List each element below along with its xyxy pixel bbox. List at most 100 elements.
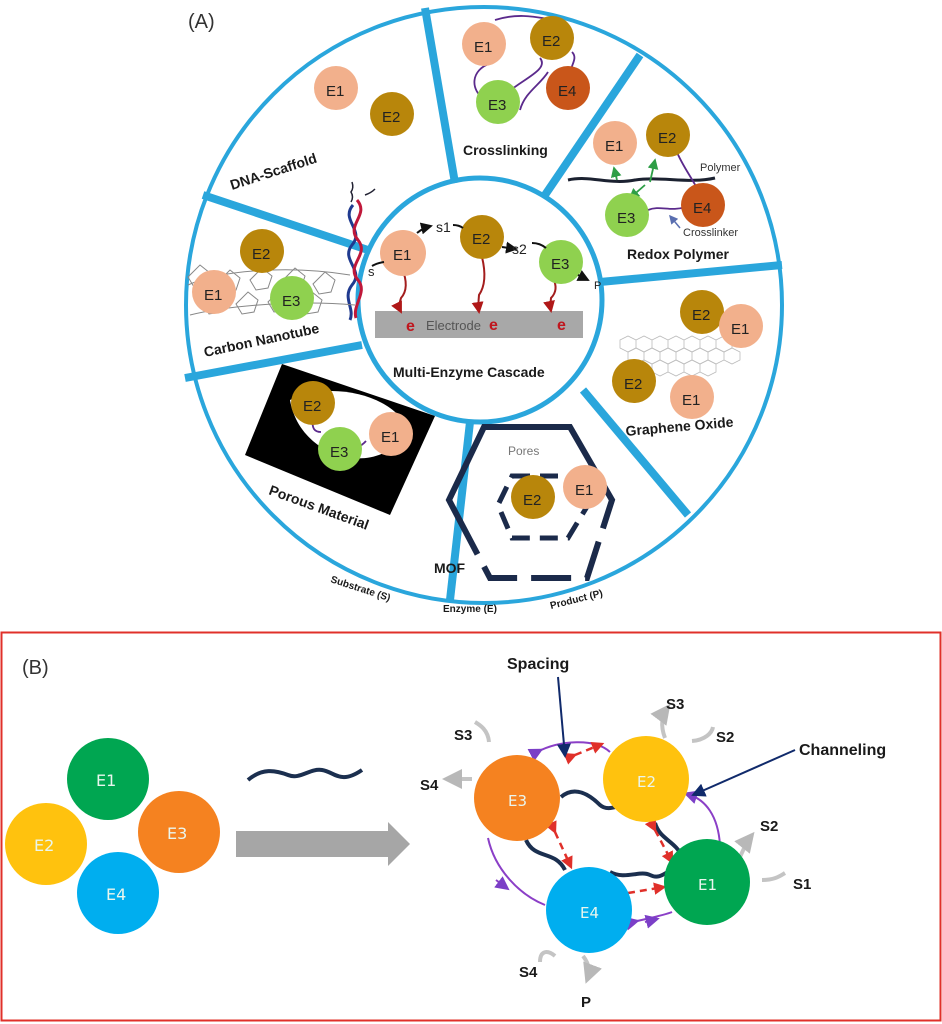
enzyme-e1 — [593, 121, 637, 165]
enzyme-label: E1 — [605, 138, 623, 155]
enzyme-label: E2 — [637, 773, 656, 791]
enzyme-label: E1 — [204, 287, 222, 304]
enzyme-e3 — [605, 193, 649, 237]
enzyme-e3 — [539, 240, 583, 284]
enzyme-e2 — [370, 92, 414, 136]
enzyme-label: E4 — [693, 200, 711, 217]
enzyme-e2 — [646, 113, 690, 157]
enzyme-e4 — [77, 852, 159, 934]
enzyme-e2 — [680, 290, 724, 334]
enzyme-e1 — [369, 412, 413, 456]
legend-product: Product (P) — [549, 588, 604, 612]
species-s2: S2 — [760, 818, 778, 835]
enzyme-label: E2 — [252, 246, 270, 263]
species-p: P — [581, 994, 591, 1011]
panel-b-frame — [0, 631, 942, 1022]
enzyme-e2 — [5, 803, 87, 885]
enzyme-e1 — [380, 230, 426, 276]
segment-label: Graphene Oxide — [625, 414, 734, 439]
spacing-label: Spacing — [507, 656, 569, 673]
multi-enzyme-cascade: Electrode e e e E1 E2 E3 s s1 s2 P Multi… — [368, 215, 601, 380]
pores-label: Pores — [508, 444, 539, 458]
enzyme-label: E2 — [658, 130, 676, 147]
enzyme-label: E3 — [508, 792, 527, 810]
assembly-arrow-icon — [236, 822, 410, 866]
species-s3: S3 — [454, 727, 472, 744]
segment-label: MOF — [434, 560, 466, 576]
substrate-label: s2 — [512, 241, 527, 257]
polymer-label: Polymer — [700, 162, 741, 174]
segment-carbon-nanotube: E2 E1 E3 Carbon Nanotube — [187, 229, 356, 360]
enzyme-e2 — [603, 736, 689, 822]
enzyme-label: E3 — [488, 97, 506, 114]
enzyme-e1 — [67, 738, 149, 820]
segment-dividers — [184, 7, 783, 601]
assembled-complex: E3 E2 E1 E4 Spacing Channeling S3 S4 S3 … — [420, 656, 886, 1011]
species-s2: S2 — [716, 729, 734, 746]
enzyme-label: E1 — [698, 876, 717, 894]
enzyme-label: E2 — [692, 307, 710, 324]
enzyme-label: E1 — [326, 83, 344, 100]
substrate-label: s1 — [436, 219, 451, 235]
species-s1: S1 — [793, 876, 811, 893]
enzyme-label: E4 — [558, 83, 576, 100]
outer-ring — [184, 5, 784, 605]
channeling-label: Channeling — [799, 742, 886, 759]
center-title: Multi-Enzyme Cascade — [393, 364, 545, 380]
enzyme-e2 — [511, 475, 555, 519]
enzyme-label: E4 — [106, 885, 126, 904]
enzyme-e4 — [681, 183, 725, 227]
crosslinker-label: Crosslinker — [683, 227, 738, 239]
enzyme-e2 — [530, 16, 574, 60]
segment-label: DNA-Scaffold — [228, 150, 319, 193]
segment-crosslinking: E1 E2 E4 E3 Crosslinking — [462, 15, 590, 158]
enzyme-label: E3 — [282, 293, 300, 310]
segment-graphene-oxide: E2 E1 E2 E1 Graphene Oxide — [612, 290, 763, 439]
segment-label: Redox Polymer — [627, 246, 729, 262]
enzyme-label: E1 — [381, 429, 399, 446]
inner-circle — [355, 175, 605, 425]
enzyme-e1 — [563, 465, 607, 509]
enzyme-label: E2 — [472, 231, 490, 248]
enzyme-label: E2 — [382, 109, 400, 126]
enzyme-label: E1 — [682, 392, 700, 409]
enzyme-e4 — [546, 867, 632, 953]
enzyme-e3 — [476, 80, 520, 124]
enzyme-label: E3 — [551, 256, 569, 273]
electron-label: e — [489, 317, 498, 334]
enzyme-e2 — [291, 381, 335, 425]
substrate-label: s — [368, 264, 375, 279]
enzyme-e1 — [670, 375, 714, 419]
species-s3: S3 — [666, 696, 684, 713]
legend-substrate: Substrate (S) — [329, 574, 392, 604]
species-s4: S4 — [420, 777, 439, 794]
legend-enzyme: Enzyme (E) — [443, 604, 497, 615]
enzyme-label: E1 — [575, 482, 593, 499]
enzyme-e2 — [612, 359, 656, 403]
linker-wave-icon — [246, 767, 364, 782]
enzyme-e2 — [460, 215, 504, 259]
electron-label: e — [406, 318, 415, 335]
enzyme-label: E1 — [731, 321, 749, 338]
enzyme-e3 — [318, 427, 362, 471]
free-enzymes: E1 E2 E3 E4 — [5, 738, 220, 934]
segment-mof: Pores E2 E1 MOF — [434, 424, 616, 581]
enzyme-e1 — [719, 304, 763, 348]
segment-label: Crosslinking — [463, 142, 548, 158]
enzyme-label: E3 — [617, 210, 635, 227]
enzyme-e1 — [192, 270, 236, 314]
enzyme-e3 — [138, 791, 220, 873]
enzyme-e3 — [474, 755, 560, 841]
enzyme-label: E2 — [542, 33, 560, 50]
enzyme-label: E4 — [580, 904, 599, 922]
electron-label: e — [557, 317, 566, 334]
panel-a-label: (A) — [188, 11, 215, 33]
enzyme-e1 — [314, 66, 358, 110]
enzyme-label: E1 — [474, 39, 492, 56]
enzyme-e2 — [240, 229, 284, 273]
product-label: P — [594, 280, 601, 292]
species-s4: S4 — [519, 964, 538, 981]
electrode-bar — [375, 311, 583, 338]
enzyme-label: E1 — [393, 247, 411, 264]
